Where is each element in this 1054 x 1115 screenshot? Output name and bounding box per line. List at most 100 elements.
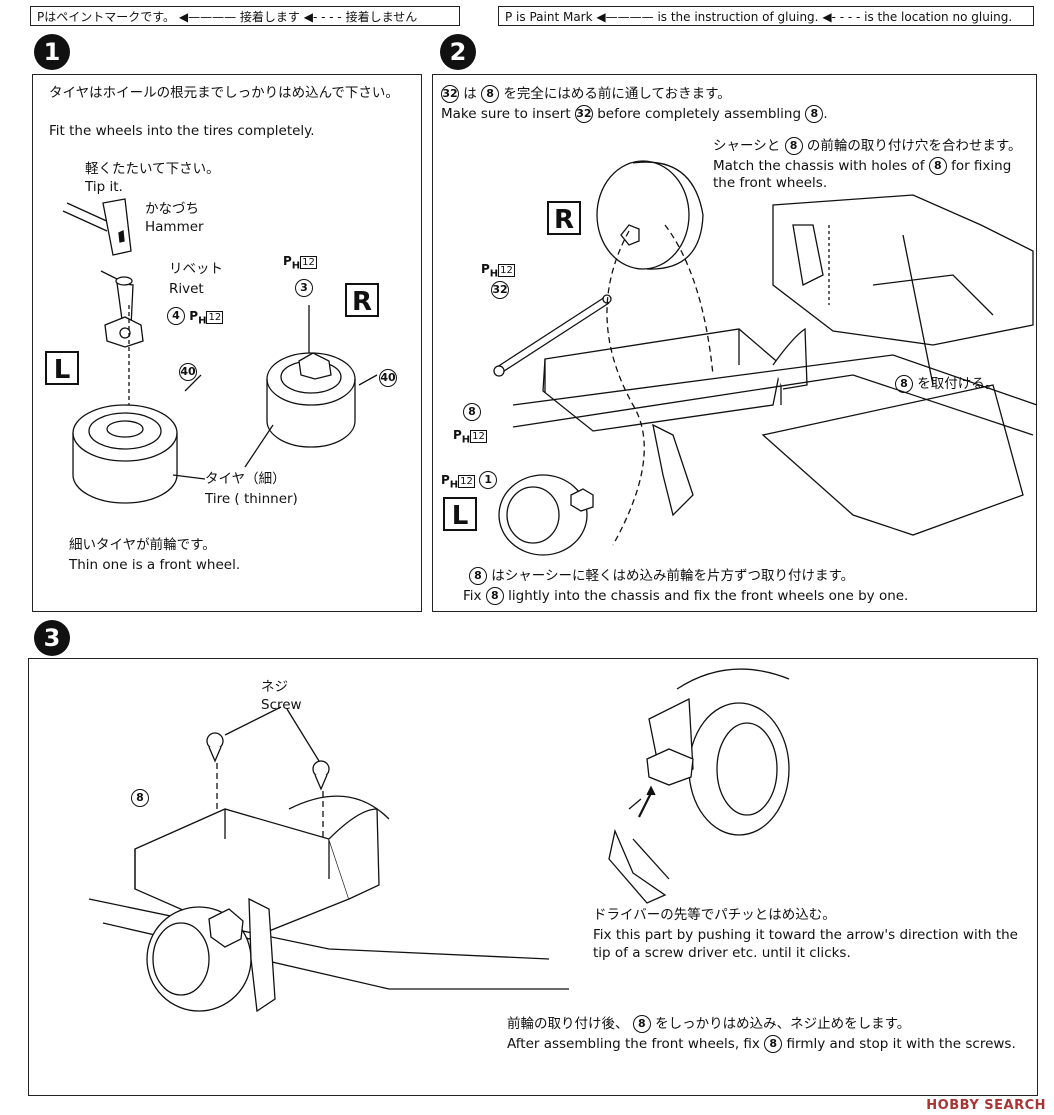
paint-num: 12 <box>300 256 317 269</box>
step1-illustration <box>62 198 378 504</box>
screw-label-en: Screw <box>261 697 302 713</box>
screw-label-jp: ネジ <box>261 679 288 695</box>
after-en-a: After assembling the front wheels, fix <box>507 1036 760 1052</box>
screw-icon <box>312 760 330 791</box>
glue-arrow-icon: ◀———— <box>178 10 240 24</box>
part-number: 32 <box>441 85 459 103</box>
driver-en-2: tip of a screw driver etc. until it clic… <box>593 945 851 961</box>
part-3-callout: 3 <box>295 279 313 297</box>
legend-noglue-text-en: is the location no gluing. <box>864 10 1013 24</box>
intro-jp-b: を完全にはめる前に通しておきます。 <box>503 86 731 102</box>
side-l-label: L <box>45 351 79 385</box>
step-2-panel: 32 は 8 を完全にはめる前に通しておきます。 Make sure to in… <box>432 74 1038 612</box>
note-jp: 細いタイヤが前輪です。 <box>69 537 216 553</box>
after-en-b: firmly and stop it with the screws. <box>786 1036 1016 1052</box>
part-8-callout: 8 <box>463 403 481 421</box>
part-number: 3 <box>295 279 313 297</box>
chassis-en: Match the chassis with holes of 8 for fi… <box>713 157 1011 175</box>
part-number: 8 <box>463 403 481 421</box>
tire-label-en: Tire ( thinner) <box>205 491 298 507</box>
step2-fix-jp: 8 はシャーシーに軽くはめ込み前輪を片方ずつ取り付けます。 <box>469 567 854 585</box>
chassis-jp: シャーシと 8 の前輪の取り付け穴を合わせます。 <box>713 137 1021 155</box>
step2-illustration <box>493 160 1038 556</box>
part-number: 32 <box>491 281 509 299</box>
step-2-number: 2 <box>440 34 476 70</box>
step1-text-jp: タイヤはホイールの根元までしっかりはめ込んで下さい。 <box>49 85 399 101</box>
after-jp-a: 前輪の取り付け後、 <box>507 1016 629 1032</box>
tip-jp: 軽くたたいて下さい。 <box>85 161 220 177</box>
tip-en: Tip it. <box>85 179 123 195</box>
screw-icon <box>206 732 224 763</box>
step-1-number: 1 <box>34 34 70 70</box>
chassis-en-b: for fixing <box>951 158 1012 174</box>
intro-jp-a: は <box>463 86 477 102</box>
part-number: 8 <box>805 105 824 123</box>
paint-num: 12 <box>458 475 475 488</box>
step2-fix-en: Fix 8 lightly into the chassis and fix t… <box>463 587 908 605</box>
paint-code: H <box>198 315 207 327</box>
step1-text-en: Fit the wheels into the tires completely… <box>49 123 315 139</box>
legend-jp: Pはペイントマークです。 ◀———— 接着します ◀- - - - 接着しません <box>30 6 460 26</box>
part-32-callout: 32 <box>491 281 509 299</box>
legend-en: P is Paint Mark ◀———— is the instruction… <box>498 6 1034 26</box>
note-en: Thin one is a front wheel. <box>69 557 241 573</box>
paint-num: 12 <box>498 264 515 277</box>
part-40a-callout: 40 <box>179 363 197 381</box>
paint-code: H <box>489 268 499 280</box>
part-number: 8 <box>481 85 500 103</box>
after-jp-b: をしっかりはめ込み、ネジ止めをします。 <box>655 1016 911 1032</box>
part-number: 8 <box>632 1015 651 1033</box>
part-number: 8 <box>764 1035 783 1053</box>
tire-label-jp: タイヤ（細） <box>205 471 286 487</box>
part-number: 8 <box>469 567 487 585</box>
paint-code: H <box>449 479 459 491</box>
legend-glue-text: 接着します <box>239 10 300 24</box>
paint-num: 12 <box>470 430 487 443</box>
chassis-jp-a: シャーシと <box>713 138 781 154</box>
part-8-callout: 8 <box>131 789 149 807</box>
hammer-label-en: Hammer <box>145 219 204 235</box>
fix-jp: はシャーシーに軽くはめ込み前輪を片方ずつ取り付けます。 <box>491 568 855 584</box>
chassis-jp-b: の前輪の取り付け穴を合わせます。 <box>806 138 1022 154</box>
part-number: 40 <box>179 363 197 381</box>
part-number: 8 <box>928 157 947 175</box>
step-3-panel: ネジ Screw 8 ドライバーの先等でパチッとはめ込む。 Fix this p… <box>28 658 1038 1096</box>
part-number: 40 <box>379 369 397 387</box>
part-number: 8 <box>485 587 504 605</box>
paint-num: 12 <box>206 311 224 324</box>
part-40b-callout: 40 <box>379 369 397 387</box>
legend-paint-text-en: P is Paint Mark <box>505 10 593 24</box>
paint-code: H <box>291 260 301 272</box>
step2-intro-en: Make sure to insert 32 before completely… <box>441 105 828 123</box>
fix-en-b: lightly into the chassis and fix the fro… <box>508 588 909 604</box>
intro-en-a: Make sure to insert <box>441 106 571 122</box>
step3-illustration <box>88 668 790 1013</box>
watermark: HOBBY SEARCH <box>926 1098 1046 1113</box>
part-number: 8 <box>131 789 149 807</box>
side-l-label: L <box>443 497 477 531</box>
driver-en-1: Fix this part by pushing it toward the a… <box>593 927 1018 943</box>
noglue-arrow-icon: ◀- - - - <box>822 10 865 24</box>
legend-paint-text: Pはペイントマークです。 <box>37 10 176 24</box>
intro-en-b: before completely assembling <box>597 106 802 122</box>
chassis-en-a: Match the chassis with holes of <box>713 158 925 174</box>
after-en: After assembling the front wheels, fix 8… <box>507 1035 1016 1053</box>
legend-glue-text-en: is the instruction of gluing. <box>657 10 819 24</box>
paint-code: H <box>461 434 471 446</box>
step-3-number: 3 <box>34 620 70 656</box>
step-1-panel: タイヤはホイールの根元までしっかりはめ込んで下さい。 Fit the wheel… <box>32 74 422 612</box>
step2-intro-jp: 32 は 8 を完全にはめる前に通しておきます。 <box>441 85 731 103</box>
rivet-label-jp: リベット <box>169 261 223 277</box>
fix-en-a: Fix <box>463 588 482 604</box>
driver-jp: ドライバーの先等でパチッとはめ込む。 <box>593 907 836 923</box>
part-number: 8 <box>784 137 803 155</box>
legend-noglue-text: 接着しません <box>345 10 418 24</box>
noglue-arrow-icon: ◀- - - - <box>303 10 346 24</box>
side-r-label: R <box>345 283 379 317</box>
part-number: 32 <box>574 105 593 123</box>
